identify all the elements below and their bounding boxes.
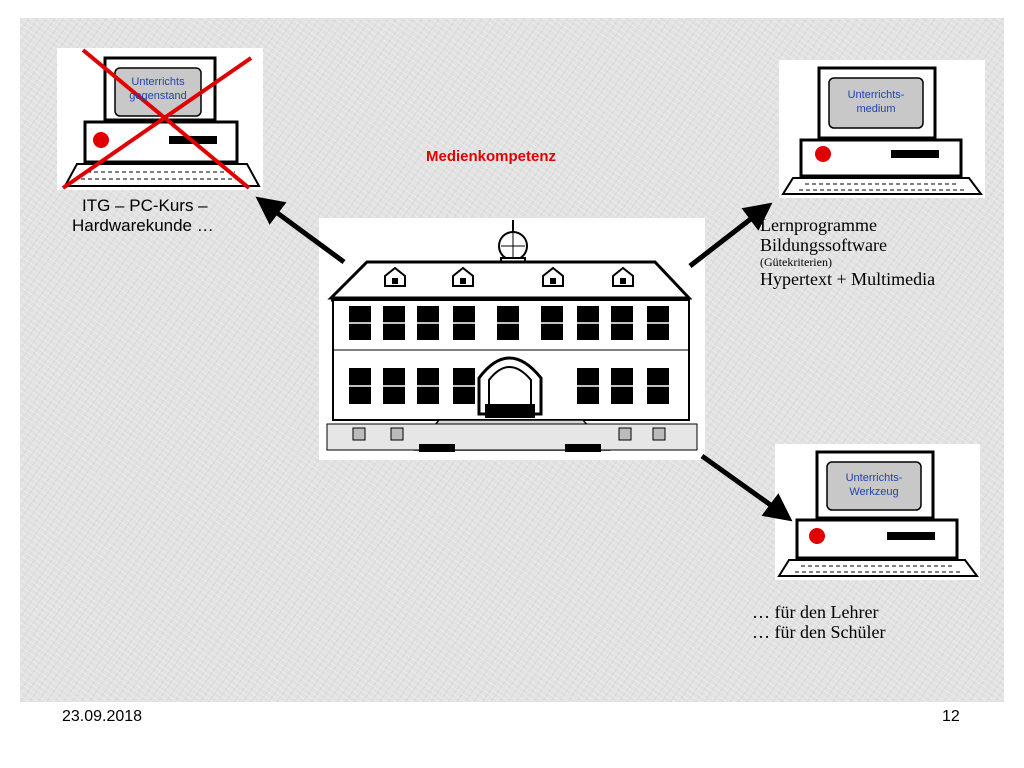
- screen-label-line: gegenstand: [129, 90, 187, 102]
- screen-label-line: Werkzeug: [849, 486, 899, 498]
- screen-label-line: medium: [856, 103, 896, 115]
- caption-itg: ITG – PC-Kurs – Hardwarekunde …: [72, 196, 272, 236]
- screen-label-line: Unterrichts: [131, 76, 185, 88]
- computer-icon: [61, 48, 261, 190]
- caption-line: (Gütekriterien): [760, 255, 832, 269]
- school-building-illustration: [319, 218, 705, 460]
- footer-page-number: 12: [942, 708, 960, 725]
- screen-label-line: Unterrichts-: [845, 472, 903, 484]
- cross-line-2: [61, 56, 253, 190]
- caption-line: Hardwarekunde …: [72, 216, 214, 235]
- computer-unterrichtswerkzeug: Unterrichts- Werkzeug: [775, 444, 980, 580]
- caption-line: … für den Schüler: [752, 622, 886, 642]
- caption-line: Bildungssoftware: [760, 235, 887, 255]
- caption-line: … für den Lehrer: [752, 602, 879, 622]
- diagram-title: Medienkompetenz: [426, 148, 557, 165]
- computer-unterrichtsgegenstand: Unterrichts gegenstand: [57, 48, 263, 190]
- screen-label-line: Unterrichts-: [847, 89, 905, 101]
- caption-line: ITG – PC-Kurs –: [82, 196, 208, 215]
- caption-line: Lernprogramme: [760, 215, 877, 235]
- caption-lernprogramme: Lernprogramme Bildungssoftware (Gütekrit…: [760, 215, 1010, 289]
- computer-icon: [777, 450, 979, 577]
- caption-lehrer-schueler: … für den Lehrer … für den Schüler: [752, 602, 972, 642]
- caption-line: Hypertext + Multimedia: [760, 269, 936, 289]
- computer-unterrichtsmedium: Unterrichts- medium: [779, 60, 985, 198]
- footer-date: 23.09.2018: [62, 708, 143, 725]
- computer-icon: [781, 66, 983, 195]
